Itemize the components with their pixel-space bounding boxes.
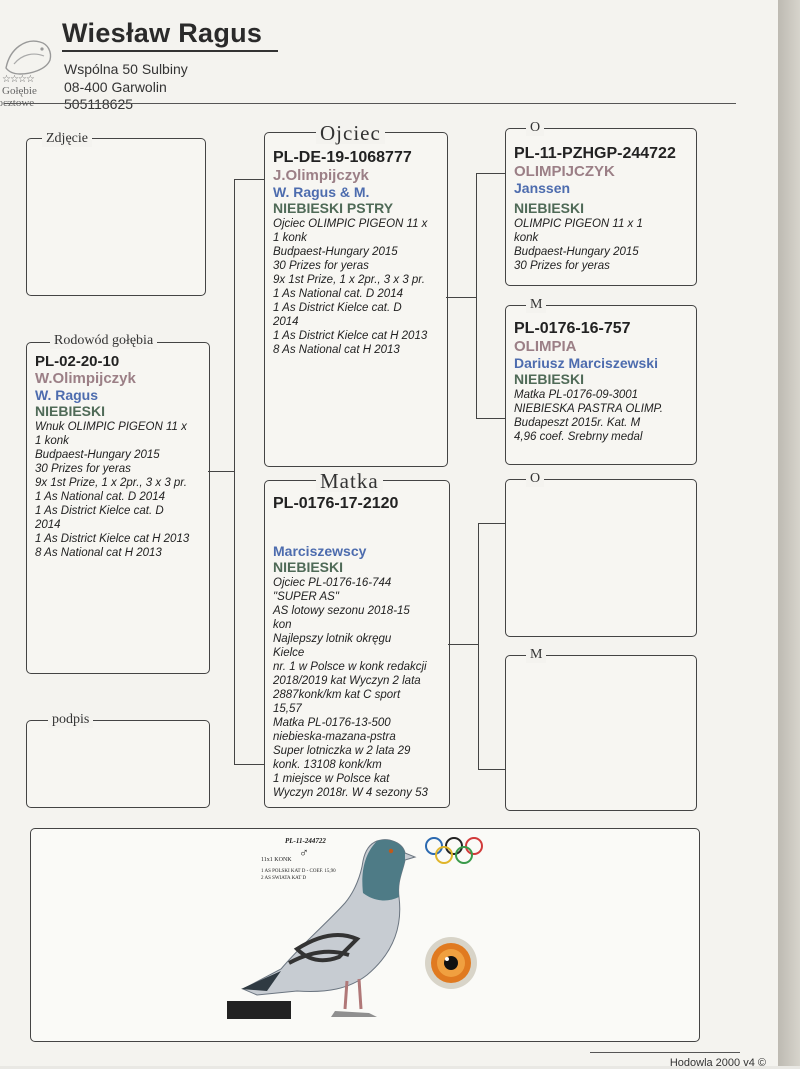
dam-of-sire-color: NIEBIESKI	[514, 371, 585, 387]
sire-of-sire-breeder: Janssen	[514, 180, 571, 196]
phone-number: 505118625	[64, 96, 134, 112]
connector-to-sire-of-dam	[478, 523, 505, 524]
sire-of-sire-box: PL-11-PZHGP-244722 OLIMPIJCZYK Janssen N…	[505, 128, 697, 286]
pigeon-logo-icon	[5, 40, 52, 75]
connector-bird-vertical	[234, 179, 235, 764]
dam-of-sire-name: OLIMPIA	[514, 338, 577, 355]
dam-of-sire-label: M	[526, 297, 547, 313]
connector-to-sire-of-sire	[476, 173, 505, 174]
footer-text: Hodowla 2000 v4 ©	[669, 1057, 766, 1069]
address-line-2: 08-400 Garwolin	[64, 79, 167, 95]
photo-box	[26, 138, 206, 296]
bird-ring: PL-02-20-10	[35, 353, 120, 370]
sire-of-sire-notes: OLIMPIC PIGEON 11 x 1 konk Budpaest-Hung…	[514, 218, 643, 272]
connector-bird	[208, 471, 234, 472]
connector-to-dam-of-sire	[476, 418, 505, 419]
bird-box: PL-02-20-10 W.Olimpijczyk W. Ragus NIEBI…	[26, 342, 210, 674]
photo-line-1: 11x1 KONK	[261, 857, 292, 863]
address-line-1: Wspólna 50 Sulbiny	[64, 61, 188, 77]
pigeon-photo-icon	[227, 839, 417, 1019]
connector-to-dam-of-dam	[478, 769, 505, 770]
connector-dam-vertical	[478, 523, 479, 769]
logo-text-1: Gołębie	[2, 85, 37, 97]
breeder-name: Wiesław Ragus	[62, 18, 263, 48]
sire-of-dam-label: O	[526, 471, 545, 487]
pedigree-label: Rodowód gołębia	[50, 333, 158, 349]
pigeon-eye-icon	[425, 937, 477, 989]
photo-label: Zdjęcie	[42, 131, 92, 147]
photo-line-2: 1 AS POLSKI KAT D - COEF. 15,90	[261, 869, 336, 874]
bird-breeder: W. Ragus	[35, 387, 99, 403]
dam-box: PL-0176-17-2120 Marciszewscy NIEBIESKI O…	[264, 480, 450, 808]
dam-of-sire-breeder: Dariusz Marciszewski	[514, 355, 658, 371]
sire-color: NIEBIESKI PSTRY	[273, 200, 394, 216]
dam-breeder: Marciszewscy	[273, 543, 367, 559]
dam-color: NIEBIESKI	[273, 559, 344, 575]
sire-of-sire-color: NIEBIESKI	[514, 200, 585, 216]
logo-stars: ☆☆☆☆	[2, 74, 35, 85]
sire-name: J.Olimpijczyk	[273, 167, 369, 184]
sire-label: Ojciec	[316, 122, 385, 144]
connector-dam	[448, 644, 478, 645]
sire-ring: PL-DE-19-1068777	[273, 149, 412, 166]
sire-of-sire-ring: PL-11-PZHGP-244722	[514, 145, 676, 162]
photo-line-3: 2 AS SWIATA KAT D	[261, 876, 307, 881]
olympic-rings-icon	[425, 837, 483, 864]
header-divider	[4, 103, 736, 104]
dam-of-dam-box	[505, 655, 697, 811]
dam-of-sire-ring: PL-0176-16-757	[514, 320, 631, 337]
bird-name: W.Olimpijczyk	[35, 370, 136, 387]
sire-of-dam-box	[505, 479, 697, 637]
sire-box: PL-DE-19-1068777 J.Olimpijczyk W. Ragus …	[264, 132, 448, 467]
connector-sire	[446, 297, 476, 298]
pedigree-sheet: ☆☆☆☆ Gołębie pocztowe Wiesław Ragus Wspó…	[0, 0, 778, 1069]
connector-to-dam	[234, 764, 264, 765]
dam-label: Matka	[316, 470, 383, 492]
connector-to-sire	[234, 179, 264, 180]
signature-box	[26, 720, 210, 808]
sire-notes: Ojciec OLIMPIC PIGEON 11 x 1 konk Budpae…	[273, 218, 428, 356]
dam-name	[273, 513, 443, 531]
sire-breeder: W. Ragus & M.	[273, 184, 370, 200]
bird-notes: Wnuk OLIMPIC PIGEON 11 x 1 konk Budpaest…	[35, 421, 190, 559]
page-edge	[778, 0, 800, 1066]
dam-of-sire-box: PL-0176-16-757 OLIMPIA Dariusz Marciszew…	[505, 305, 697, 465]
breeder-name-underline	[62, 50, 278, 52]
dam-notes: Ojciec PL-0176-16-744 "SUPER AS" AS loto…	[273, 577, 428, 799]
dam-ring: PL-0176-17-2120	[273, 495, 399, 512]
sire-of-sire-label: O	[526, 120, 545, 136]
bird-color: NIEBIESKI	[35, 403, 106, 419]
photo-panel: PL-11-244722 ♂ 11x1 KONK 1 AS POLSKI KAT…	[30, 828, 700, 1042]
male-sex-icon: ♂	[299, 845, 309, 860]
sire-of-sire-name: OLIMPIJCZYK	[514, 163, 615, 180]
footer-line	[590, 1052, 740, 1053]
photo-ring: PL-11-244722	[285, 837, 326, 845]
dam-of-dam-label: M	[526, 647, 547, 663]
dam-of-sire-notes: Matka PL-0176-09-3001 NIEBIESKA PASTRA O…	[514, 389, 663, 443]
connector-sire-vertical	[476, 173, 477, 418]
signature-label: podpis	[48, 712, 94, 728]
